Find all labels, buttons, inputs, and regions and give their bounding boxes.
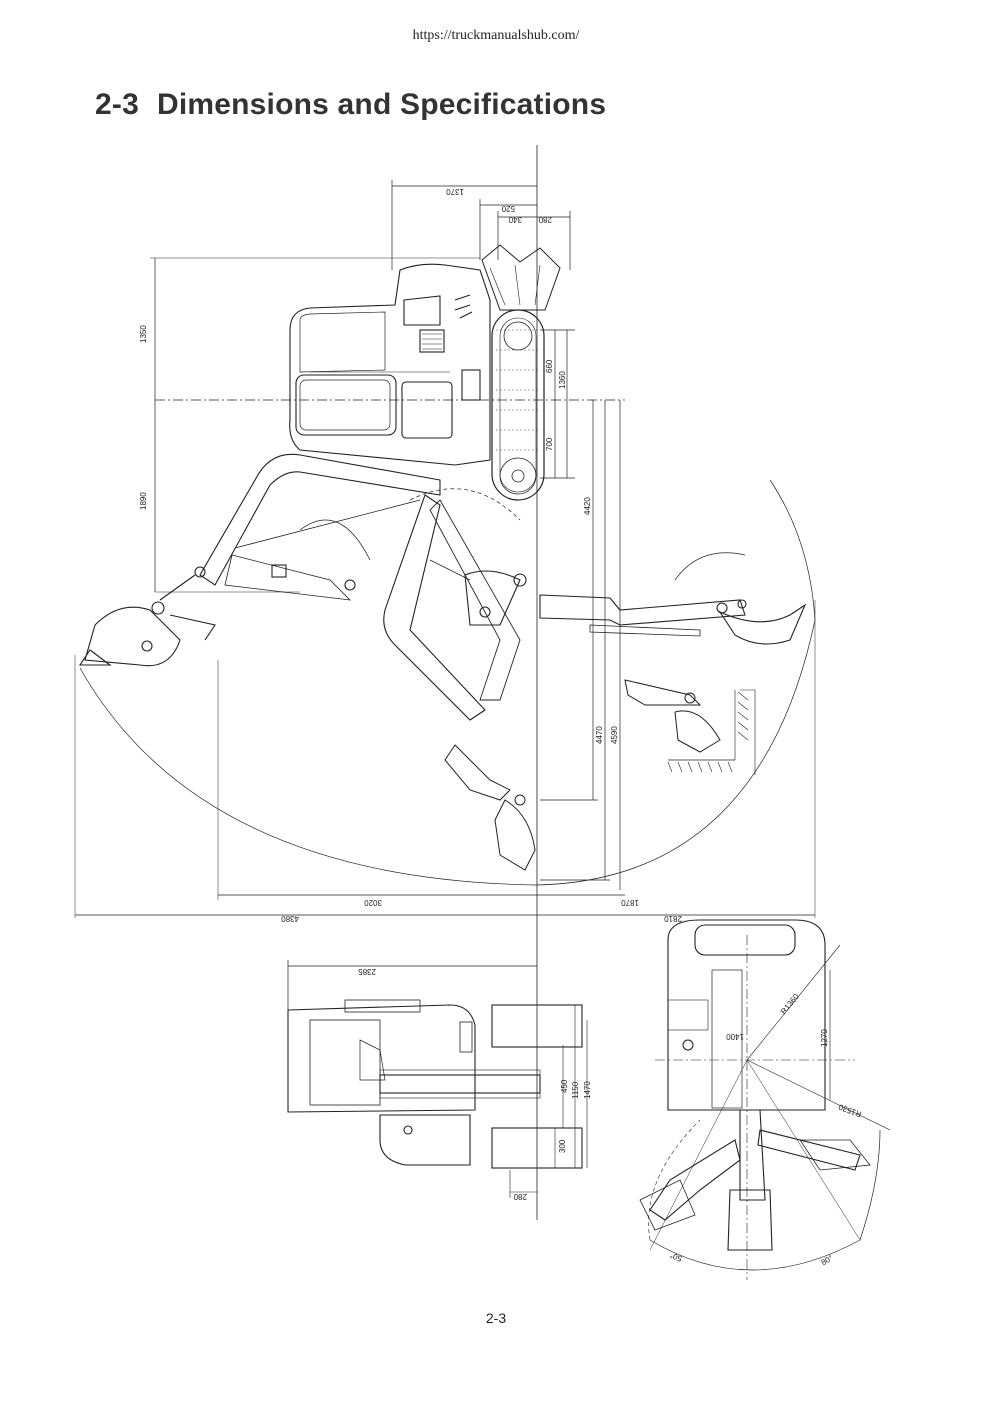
- dim-4590: 4590: [610, 726, 619, 744]
- dim-1400: 1400: [726, 1032, 744, 1041]
- dim-50-degrees: 50°: [669, 1251, 683, 1264]
- dim-280: 280: [538, 215, 552, 224]
- boom-lowered-left: [78, 453, 441, 667]
- top-dimension-lines: [391, 180, 571, 270]
- dim-700: 700: [545, 437, 554, 451]
- dim-R1360: R1360: [779, 992, 801, 1016]
- boom-raised-center: [383, 494, 527, 721]
- dim-3020: 3020: [364, 898, 382, 907]
- dim-1470: 1470: [583, 1081, 592, 1099]
- dim-1890: 1890: [139, 492, 148, 510]
- axis-lines: [74, 145, 816, 1220]
- section-title: 2-3 Dimensions and Specifications: [95, 88, 606, 122]
- right-dimension-lines: [540, 329, 621, 890]
- dim-80-degrees: 80°: [820, 1253, 835, 1267]
- dim-4380: 4380: [281, 914, 299, 923]
- dim-R1530: R1530: [837, 1102, 863, 1119]
- section-number: 2-3: [95, 88, 139, 121]
- dim-450: 450: [560, 1079, 569, 1093]
- dim-1350: 1350: [139, 325, 148, 343]
- dim-1270: 1270: [820, 1029, 829, 1047]
- boom-deep-dig: [444, 744, 536, 871]
- page-number: 2-3: [485, 1310, 507, 1326]
- dim-340: 340: [508, 215, 522, 224]
- dim-1150: 1150: [571, 1081, 580, 1099]
- top-view-swing: [639, 919, 891, 1280]
- boom-ground-right: [624, 679, 756, 775]
- dimension-labels: 1370 520 340 280 1350 1890 660 1360 700 …: [139, 187, 863, 1267]
- dim-2385: 2385: [358, 967, 376, 976]
- top-view: [287, 960, 588, 1198]
- dim-300: 300: [558, 1139, 567, 1153]
- cab-upper-structure: [289, 263, 491, 466]
- dim-4470: 4470: [595, 726, 604, 744]
- dozer-blade-top: [481, 244, 561, 311]
- dim-1370: 1370: [446, 187, 464, 196]
- boom-extended-right: [539, 594, 807, 645]
- dim-660: 660: [545, 359, 554, 373]
- dim-280-top-view: 280: [513, 1192, 527, 1201]
- working-range-arcs: [79, 479, 816, 886]
- dim-2810: 2810: [664, 914, 682, 923]
- dim-520: 520: [501, 204, 515, 213]
- dim-1360: 1360: [558, 371, 567, 389]
- dim-4420: 4420: [583, 497, 592, 515]
- crawler-track-side: [491, 309, 545, 501]
- dim-1870: 1870: [621, 898, 639, 907]
- source-url: https://truckmanualshub.com/: [412, 28, 580, 43]
- section-title-text: Dimensions and Specifications: [156, 88, 607, 121]
